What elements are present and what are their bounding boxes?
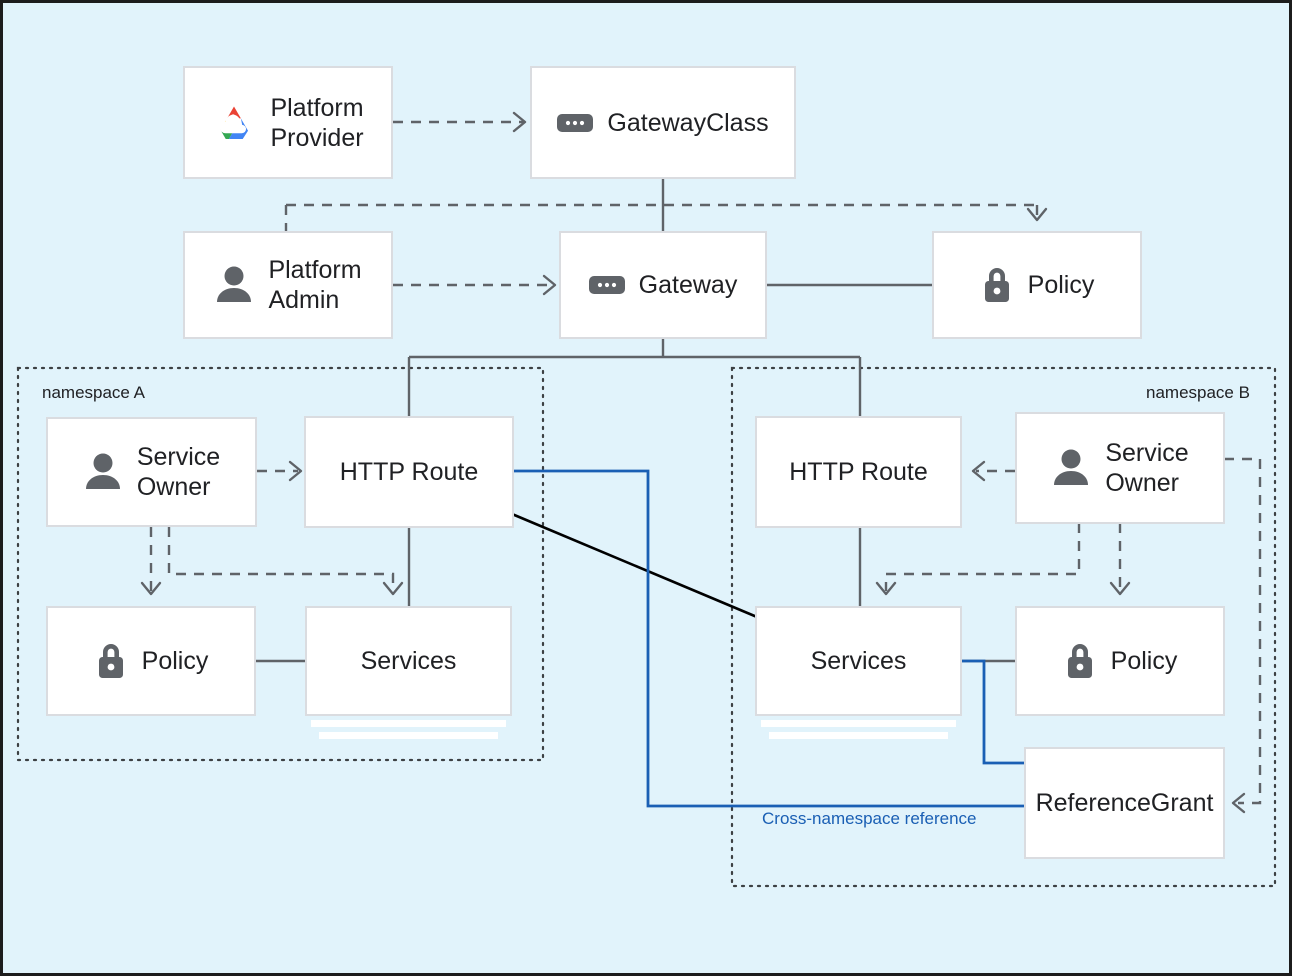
policy-a-label: Policy — [141, 647, 209, 675]
card-reference-grant[interactable] — [1024, 747, 1225, 859]
policy-top-label: Policy — [1027, 271, 1095, 299]
http-route-a-label: HTTP Route — [339, 458, 479, 486]
service-owner-a-label: Service Owner — [136, 443, 221, 501]
card-service-owner-a[interactable] — [46, 417, 257, 527]
services-b-label: Services — [810, 647, 907, 675]
node-service-owner-b[interactable]: Service Owner — [1016, 413, 1224, 523]
namespace-a-boundary — [16, 366, 545, 762]
lock-icon — [98, 644, 123, 678]
card-services-b[interactable] — [755, 606, 962, 716]
card-policy-a[interactable] — [46, 606, 256, 716]
http-route-b-label: HTTP Route — [789, 458, 928, 486]
card-platform-admin[interactable] — [183, 231, 393, 339]
node-gateway[interactable]: Gateway — [560, 232, 766, 338]
card-services-a[interactable] — [305, 606, 512, 716]
services-a-label: Services — [360, 647, 457, 675]
edge-owner-b-to-referencegrant — [1224, 457, 1262, 814]
gateway-class-label: GatewayClass — [607, 108, 769, 137]
edge-owner-b-to-route-b — [971, 460, 1015, 482]
node-services-b[interactable]: Services — [756, 607, 961, 715]
edge-owner-b-to-policy-b — [1109, 523, 1131, 596]
service-owner-b-label: Service Owner — [1105, 439, 1189, 497]
node-platform-admin[interactable]: Platform Admin — [184, 232, 392, 338]
edge-admin-to-gateway — [393, 274, 557, 296]
google-cloud-icon — [220, 106, 249, 139]
edge-gateway-to-routes — [407, 338, 862, 417]
platform-admin-label: Platform Admin — [268, 256, 362, 314]
namespace-b-label: namespace B — [1146, 383, 1250, 402]
node-reference-grant[interactable]: ReferenceGrant — [1025, 748, 1224, 858]
services-b-stack-1 — [761, 720, 956, 727]
gateway-label: Gateway — [638, 271, 738, 299]
card-http-route-a[interactable] — [304, 416, 514, 528]
person-icon — [217, 266, 252, 302]
edge-owner-b-to-services-b — [875, 523, 1081, 596]
namespace-b-boundary — [730, 366, 1277, 888]
platform-provider-label: Platform Provider — [270, 93, 364, 152]
lock-icon — [984, 268, 1009, 302]
edge-route-a-to-services-b — [511, 512, 758, 619]
reference-grant-label: ReferenceGrant — [1035, 789, 1214, 817]
node-policy-top[interactable]: Policy — [933, 232, 1141, 338]
card-service-owner-b[interactable] — [1015, 412, 1225, 524]
policy-b-label: Policy — [1110, 647, 1178, 675]
node-gateway-class[interactable]: GatewayClass — [531, 67, 795, 178]
card-policy-b[interactable] — [1015, 606, 1225, 716]
edge-route-a-to-referencegrant — [512, 469, 1025, 808]
person-icon — [1054, 449, 1089, 485]
card-policy-top[interactable] — [932, 231, 1142, 339]
node-http-route-a[interactable]: HTTP Route — [305, 417, 513, 527]
person-icon — [85, 453, 120, 489]
cross-namespace-reference-label: Cross-namespace reference — [762, 809, 977, 828]
services-b-stack-2 — [769, 732, 948, 739]
edge-owner-a-to-services-a — [167, 527, 404, 596]
node-http-route-b[interactable]: HTTP Route — [756, 417, 961, 527]
namespace-a-label: namespace A — [42, 383, 146, 402]
gateway-icon — [588, 276, 625, 294]
edge-gatewayclass-bus — [284, 203, 1048, 234]
node-platform-provider[interactable]: Platform Provider — [184, 67, 392, 178]
connector-layer: namespace A namespace B — [16, 111, 1277, 888]
edge-services-b-to-referencegrant — [961, 659, 1025, 765]
services-a-stack-1 — [311, 720, 506, 727]
lock-icon — [1067, 644, 1092, 678]
gateway-icon — [557, 113, 594, 132]
node-policy-b[interactable]: Policy — [1016, 607, 1224, 715]
node-service-owner-a[interactable]: Service Owner — [47, 418, 256, 526]
edge-provider-to-gatewayclass — [393, 111, 527, 133]
card-platform-provider[interactable] — [183, 66, 393, 179]
edge-owner-a-to-policy-a — [140, 527, 162, 596]
node-policy-a[interactable]: Policy — [47, 607, 255, 715]
card-layer — [46, 66, 1225, 859]
edge-owner-a-to-route-a — [257, 460, 303, 482]
card-http-route-b[interactable] — [755, 416, 962, 528]
node-services-a[interactable]: Services — [306, 607, 511, 715]
services-a-stack-2 — [319, 732, 498, 739]
